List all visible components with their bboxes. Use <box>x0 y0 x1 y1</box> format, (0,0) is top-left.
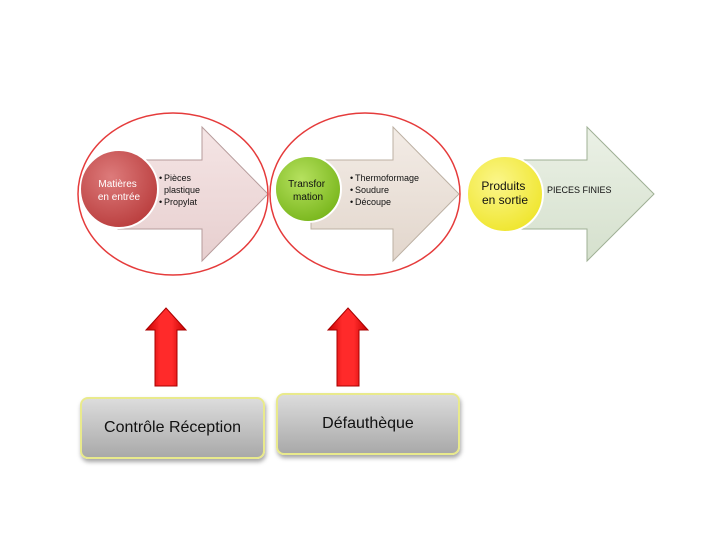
bullet-icon: • <box>350 173 353 183</box>
svg-text:PIECES FINIES: PIECES FINIES <box>547 185 612 195</box>
stage-produits-label-1: Produits <box>481 179 525 193</box>
svg-text:Transfor mation: Transfor mation <box>288 179 328 203</box>
bullet-icon: • <box>350 197 353 207</box>
stage-transformation-circle <box>274 155 342 223</box>
bullet-icon: • <box>350 185 353 195</box>
stage-materieres-label-1: Matières <box>98 179 136 190</box>
stage-materieres-bullet-1: Pièces <box>164 173 192 183</box>
highlight-ring <box>77 112 269 276</box>
defautheque-box[interactable]: Défauthèque <box>276 393 460 455</box>
controle-reception-box[interactable]: Contrôle Réception <box>80 397 265 459</box>
stage-transformation-label-2: mation <box>293 192 323 203</box>
highlight-ring <box>269 112 461 276</box>
svg-text:Produits en sortie: Produits en sortie <box>481 179 528 207</box>
svg-text:• Pièces plastique: • Pièces plastique • Propylat <box>159 173 203 207</box>
stage-transformation-bullet-1: Thermoformage <box>355 173 419 183</box>
stage-materieres: Matières en entrée • Pièces plastique • … <box>77 112 269 276</box>
stage-materieres-bullet-3: Propylat <box>164 197 198 207</box>
stage-transformation: Transfor mation • Thermoformage • Soudur… <box>269 112 461 276</box>
red-up-arrow <box>144 307 188 387</box>
stage-produits-text: PIECES FINIES <box>547 185 612 195</box>
stage-materieres-circle <box>79 149 159 229</box>
stage-produits-circle <box>466 155 544 233</box>
controle-reception-label: Contrôle Réception <box>104 419 241 436</box>
stage-transformation-arrow <box>310 125 460 263</box>
stage-materieres-bullet-2: plastique <box>164 185 200 195</box>
stage-materieres-label-2: en entrée <box>98 192 141 203</box>
svg-text:• Thermoformage •: • Thermoformage • Soudure • Découpe <box>350 173 422 207</box>
defautheque-label: Défauthèque <box>322 415 414 432</box>
stage-transformation-bullet-2: Soudure <box>355 185 389 195</box>
stage-transformation-bullet-3: Découpe <box>355 197 391 207</box>
stage-transformation-label-1: Transfor <box>288 179 326 190</box>
bullet-icon: • <box>159 197 162 207</box>
bullet-icon: • <box>159 173 162 183</box>
red-up-arrow <box>326 307 370 387</box>
stage-produits: Produits en sortie PIECES FINIES <box>466 125 655 263</box>
svg-text:Matières en entrée: Matières en entrée <box>98 179 141 203</box>
stage-materieres-arrow <box>117 125 269 263</box>
stage-produits-label-2: en sortie <box>482 193 528 207</box>
